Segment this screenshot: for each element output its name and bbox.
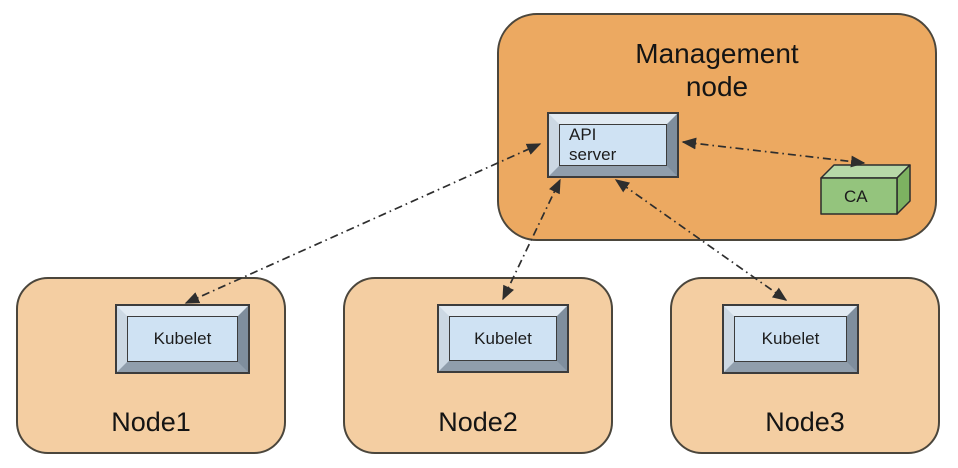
kubelet-face: Kubelet xyxy=(449,316,557,361)
node2-box: Kubelet Node2 xyxy=(343,277,613,454)
api-server-label: API server xyxy=(569,125,617,164)
kubelet-face: Kubelet xyxy=(127,316,238,362)
node1-label: Node1 xyxy=(111,407,191,437)
api-server-face: API server xyxy=(559,124,667,166)
node3-label: Node3 xyxy=(765,407,845,437)
ca-top-face xyxy=(820,164,911,179)
kubelet-box-node3: Kubelet xyxy=(722,304,859,374)
kubelet-bevel-frame: Kubelet xyxy=(439,306,567,371)
api-server-bevel-frame: API server xyxy=(549,114,677,176)
node1-box: Kubelet Node1 xyxy=(16,277,286,454)
node3-box: Kubelet Node3 xyxy=(670,277,940,454)
kubelet-label-node2: Kubelet xyxy=(474,328,532,348)
kubelet-label-node3: Kubelet xyxy=(761,329,820,349)
ca-front-face xyxy=(820,177,898,215)
kubelet-bevel-frame: Kubelet xyxy=(724,306,857,372)
node2-label: Node2 xyxy=(438,407,518,437)
kubelet-bevel-frame: Kubelet xyxy=(117,306,248,372)
kubelet-box-node1: Kubelet xyxy=(115,304,250,374)
kubelet-label-node1: Kubelet xyxy=(153,329,212,349)
kubelet-box-node2: Kubelet xyxy=(437,304,569,373)
management-node-box: Management node API server CA xyxy=(497,13,937,241)
kubelet-face: Kubelet xyxy=(734,316,847,362)
management-node-label: Management node xyxy=(635,38,799,103)
ca-label: CA xyxy=(844,187,868,206)
api-server-box: API server xyxy=(547,112,679,178)
ca-box: CA xyxy=(820,164,911,215)
